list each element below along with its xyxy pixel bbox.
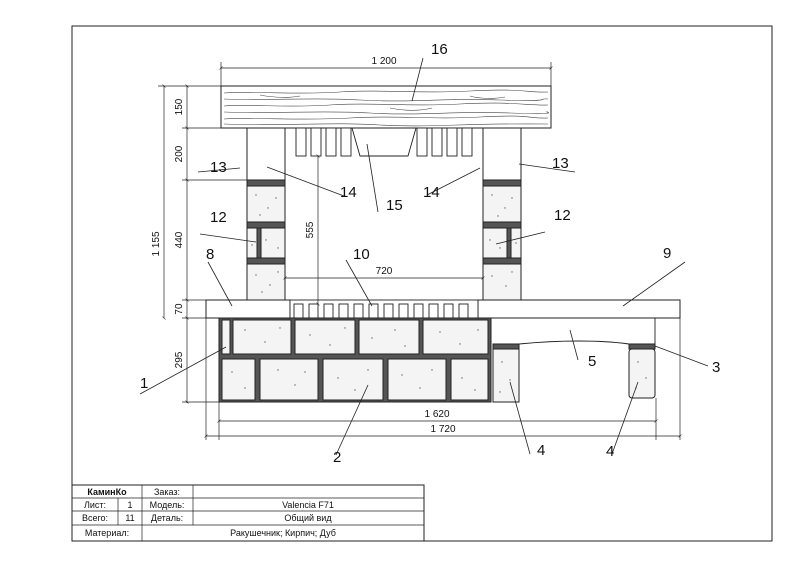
support-stone-4b: [628, 348, 656, 399]
dim-firebox-height: 440: [174, 231, 185, 248]
callout-4-right: 4: [606, 443, 614, 460]
callout-2: 2: [333, 449, 341, 466]
callout-1: 1: [140, 375, 148, 392]
support-stone-4b-cap: [628, 343, 656, 350]
callout-5: 5: [588, 353, 596, 370]
tb-sheet-value: 1: [127, 500, 132, 510]
dim-base-height: 295: [174, 351, 185, 368]
dim-overall-width: 1 720: [430, 424, 455, 435]
title-block: КаминКо Заказ: Лист: 1 Модель: Valencia …: [71, 484, 425, 542]
base-masonry: [218, 317, 492, 403]
callout-13-left: 13: [210, 159, 227, 176]
tb-total-value: 11: [125, 513, 134, 523]
upper-column-left: [246, 127, 286, 181]
tb-material-value: Ракушечник; Кирпич; Дуб: [230, 528, 336, 538]
callout-15: 15: [386, 197, 403, 214]
tb-total-label: Всего:: [82, 513, 108, 523]
hearth-slab-left: [205, 299, 291, 319]
dim-slab-height: 70: [174, 303, 185, 315]
oak-shelf: [220, 85, 552, 129]
callout-8: 8: [206, 246, 214, 263]
callout-9: 9: [663, 245, 671, 262]
callout-3: 3: [712, 359, 720, 376]
firewood-niche: [518, 340, 630, 345]
callout-numbers: 16 13 13 14 14 15 12 12 8 10 9 5 3 1 2 4…: [140, 41, 720, 466]
hearth-bricks: [289, 299, 479, 319]
dim-top-width: 1 200: [371, 56, 396, 67]
callout-16: 16: [431, 41, 448, 58]
side-stones-left: [246, 179, 286, 301]
tb-detail-label: Деталь:: [151, 513, 183, 523]
callout-13-right: 13: [552, 155, 569, 172]
stone-texture: [231, 194, 647, 393]
dim-total-height: 1 155: [151, 231, 162, 256]
hood-bricks: [295, 127, 473, 157]
dim-upper-height: 200: [174, 145, 185, 162]
hearth-slab-right: [477, 299, 681, 319]
callout-4-left: 4: [537, 442, 545, 459]
tb-material-label: Материал:: [85, 528, 129, 538]
tb-model-value: Valencia F71: [282, 500, 334, 510]
leader-lines: [139, 57, 709, 456]
tb-sheet-label: Лист:: [84, 500, 106, 510]
callout-10: 10: [353, 246, 370, 263]
hood-smoke-chamber: [351, 127, 417, 157]
callout-12-right: 12: [554, 207, 571, 224]
dim-base-width: 1 620: [424, 409, 449, 420]
upper-column-right: [482, 127, 522, 181]
dim-inner-height: 555: [305, 221, 316, 238]
callout-12-left: 12: [210, 209, 227, 226]
tb-detail-value: Общий вид: [284, 513, 332, 523]
callout-14-left: 14: [340, 184, 357, 201]
callout-14-right: 14: [423, 184, 440, 201]
dim-inner-width: 720: [376, 266, 393, 277]
tb-model-label: Модель:: [150, 500, 185, 510]
tb-company: КаминКо: [87, 487, 127, 497]
dimension-lines: [158, 62, 682, 440]
dim-shelf-height: 150: [174, 98, 185, 115]
side-stones-right: [482, 179, 522, 301]
support-stone-4a: [492, 348, 520, 403]
tb-order-label: Заказ:: [154, 487, 180, 497]
support-stone-4a-cap: [492, 343, 520, 350]
dimension-labels: 1 200 150 200 440 1 155 555 720 70 295 1…: [151, 56, 456, 435]
